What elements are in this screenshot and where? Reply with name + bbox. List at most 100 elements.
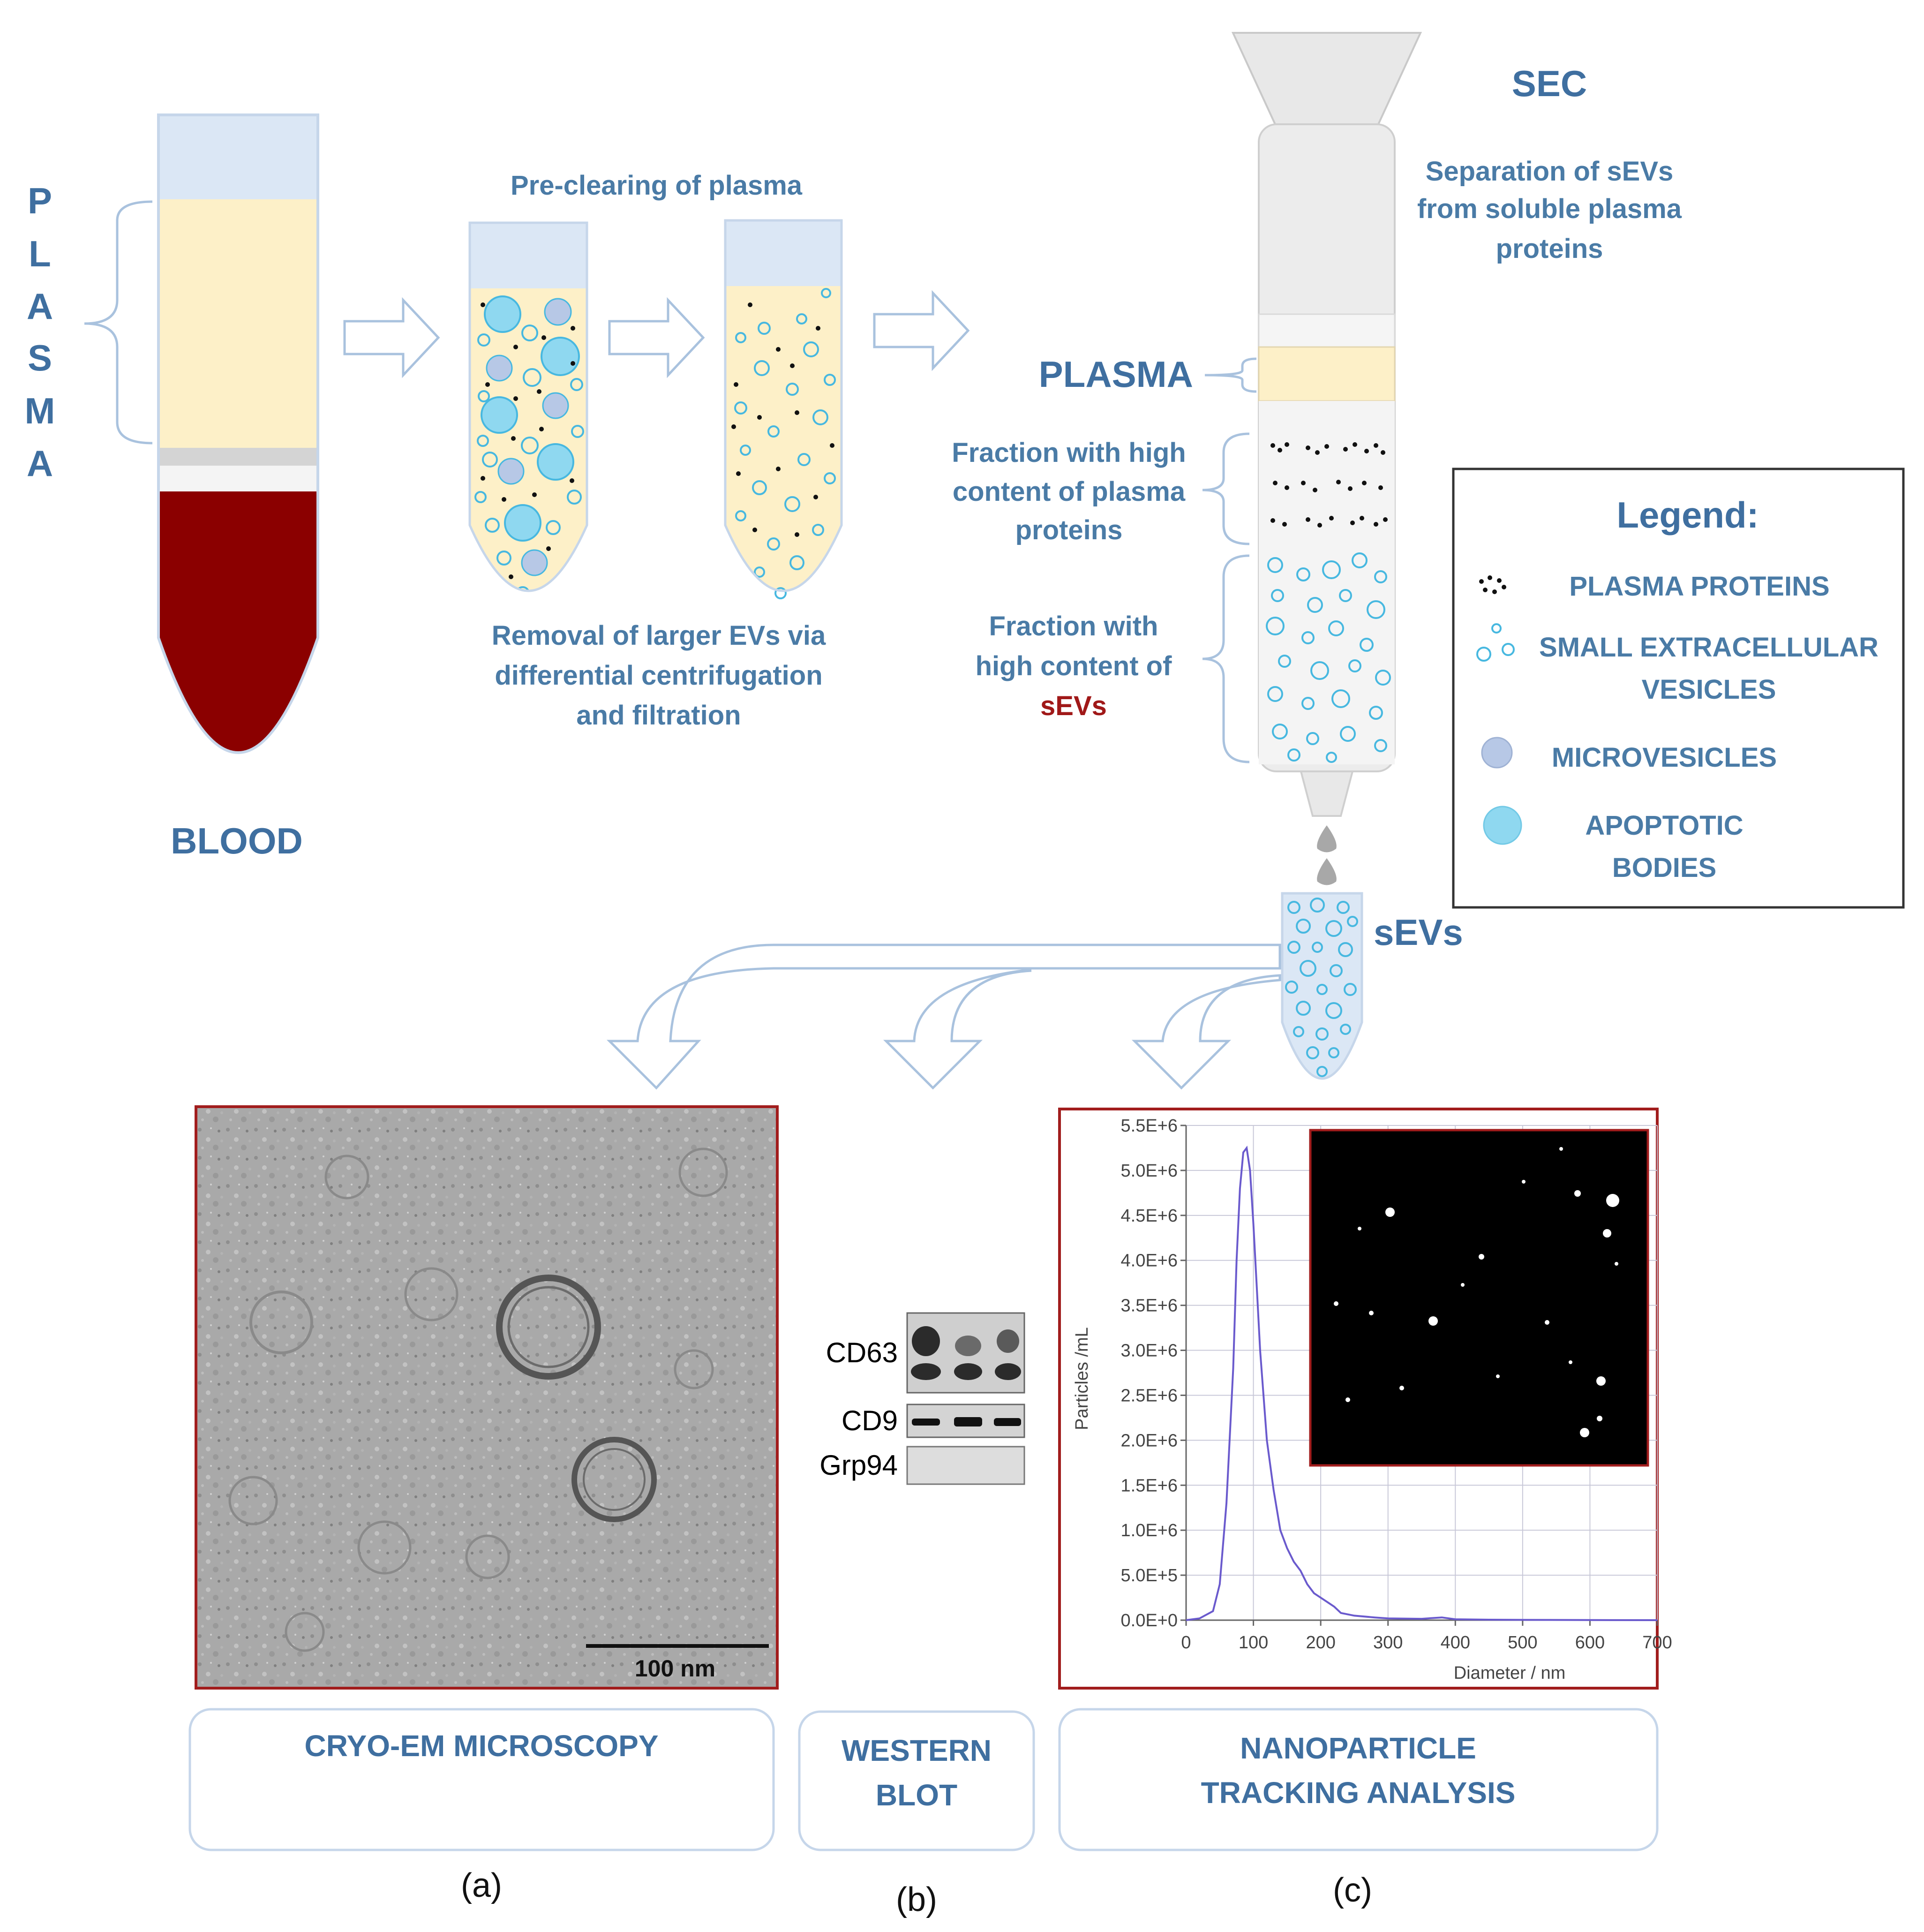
sec-column: [1231, 32, 1422, 885]
protein-fraction-line-2: content of plasma: [953, 476, 1186, 507]
nta-y-tick-label: 2.0E+6: [1121, 1431, 1178, 1450]
tube-top-empty: [158, 115, 318, 199]
cryo-em-image: [195, 1105, 779, 1690]
western-blot-panel: CD63 CD9 Grp94: [819, 1312, 1025, 1485]
nta-scatter-particles: [1334, 1147, 1619, 1437]
protein-fraction-dots: [1270, 442, 1388, 528]
nta-y-tick-label: 1.5E+6: [1121, 1476, 1178, 1495]
nta-panel: Particles /mL 0.0E+0 5.0E+5 1.0E+6 1.5E+6 2.…: [1058, 1108, 1672, 1690]
sev-fraction-line-2: high content of: [976, 651, 1172, 681]
small-vesicles-and-proteins: [731, 288, 836, 599]
legend-apoptotic-line-1: APOPTOTIC: [1585, 810, 1743, 841]
plasma-letter-a2: A: [27, 443, 53, 484]
preclear-title: Pre-clearing of plasma: [511, 170, 803, 201]
sec-desc-line-3: proteins: [1496, 234, 1603, 264]
sec-desc-line-2: from soluble plasma: [1417, 194, 1682, 224]
tube-outline: [468, 221, 588, 592]
nta-y-axis-label: Particles /mL: [1072, 1327, 1092, 1430]
plasma-layer: [158, 199, 318, 448]
nta-y-tick-label: 4.5E+6: [1121, 1206, 1178, 1226]
legend: Legend: PLASMA PROTEINS SMALL EXTRACELLU…: [1452, 468, 1905, 909]
blot-grp94-strip: [906, 1446, 1025, 1485]
blot-cd9-bands: [912, 1417, 1021, 1426]
nta-size-distribution-line: [1186, 1146, 1658, 1621]
curved-arrow-c: [1131, 974, 1281, 1090]
tube-outline: [157, 113, 319, 754]
arrow-right-2: [608, 297, 705, 378]
legend-microvesicles: MICROVESICLES: [1552, 742, 1777, 773]
nta-x-tick-label: 0: [1181, 1633, 1191, 1653]
title-box-blot: [798, 1710, 1035, 1851]
protein-fraction-line-3: proteins: [1015, 515, 1123, 545]
sec-desc-line-1: Separation of sEVs: [1426, 156, 1674, 187]
caption-a: (a): [461, 1867, 502, 1904]
bottom-titles: CRYO-EM MICROSCOPY WESTERN BLOT NANOPART…: [188, 1708, 1659, 1918]
arrow-right-3: [873, 290, 970, 371]
nta-y-tick-label: 1.0E+6: [1121, 1521, 1178, 1540]
blot-title-line-1: WESTERN: [842, 1734, 992, 1767]
nta-y-tick-label: 5.0E+6: [1121, 1161, 1178, 1181]
sec-plasma-label: PLASMA: [1039, 354, 1193, 395]
tube-top-empty: [725, 220, 842, 286]
column-funnel: [1231, 32, 1422, 125]
buffy-coat: [158, 448, 318, 466]
arrow-right-1: [343, 297, 440, 378]
sev-fraction-vesicles: [1266, 552, 1391, 763]
legend-sev-line-1: SMALL EXTRACELLULAR: [1539, 632, 1879, 663]
legend-sev-line-2: VESICLES: [1642, 674, 1776, 705]
nta-x-axis-label: Diameter / nm: [1454, 1663, 1566, 1683]
sec-title: SEC: [1512, 63, 1587, 104]
sevs-tube: [1281, 892, 1363, 1080]
plasma-letter-a: A: [27, 286, 53, 327]
sevs-tube-vesicles: [1285, 898, 1358, 1077]
sev-fraction-brace: [1202, 554, 1250, 763]
distribution-arrows: [606, 943, 1281, 1090]
protein-fraction-line-1: Fraction with high: [952, 438, 1186, 468]
nta-video-frame: [1309, 1129, 1649, 1467]
plasma-brace: [84, 200, 153, 445]
column-outlet: [1300, 770, 1354, 817]
nta-y-ticks: 0.0E+05.0E+51.0E+61.5E+62.0E+62.5E+63.0E…: [1121, 1116, 1186, 1630]
plasma-proteins-dots-icon: [1479, 575, 1506, 594]
nta-title-line-2: TRACKING ANALYSIS: [1201, 1776, 1516, 1810]
apoptotic-body-icon: [1483, 806, 1522, 845]
title-box-nta: [1058, 1708, 1659, 1851]
plasma-letter-s: S: [28, 337, 52, 378]
cryo-em-vesicles: [228, 1147, 728, 1652]
preclear-desc-line-3: and filtration: [576, 700, 741, 731]
caption-b: (b): [896, 1881, 937, 1918]
small-vesicles-icon: [1476, 623, 1515, 662]
blot-cd63-bands: [911, 1326, 1021, 1380]
nta-y-tick-label: 3.0E+6: [1121, 1341, 1178, 1361]
legend-title: Legend:: [1616, 494, 1759, 536]
red-cells-layer: [158, 491, 318, 753]
legend-plasma-proteins: PLASMA PROTEINS: [1569, 571, 1829, 602]
nta-y-tick-label: 0.0E+0: [1121, 1611, 1178, 1630]
legend-apoptotic-line-2: BODIES: [1612, 853, 1716, 883]
blot-title-line-2: BLOT: [876, 1778, 957, 1812]
nta-y-tick-label: 5.0E+5: [1121, 1566, 1178, 1585]
cryo-em-panel: 100 nm: [195, 1105, 779, 1690]
column-plasma: [1258, 346, 1396, 402]
tube-top-empty: [470, 223, 587, 288]
nta-x-tick-label: 400: [1441, 1633, 1470, 1653]
nta-y-tick-label: 3.5E+6: [1121, 1296, 1178, 1316]
nta-y-tick-label: 5.5E+6: [1121, 1116, 1178, 1136]
plasma-letter-l: L: [29, 233, 51, 274]
curved-arrow-a: [606, 943, 1281, 1090]
preclear-desc-line-1: Removal of larger EVs via: [492, 620, 826, 651]
blot-label-grp94: Grp94: [819, 1449, 898, 1481]
plasma-bracket: [1204, 357, 1257, 393]
nta-x-tick-label: 200: [1306, 1633, 1335, 1653]
sev-fraction-line-1: Fraction with: [989, 611, 1158, 641]
blood-label: BLOOD: [171, 820, 303, 861]
tube-outline: [724, 219, 843, 592]
blot-label-cd9: CD9: [842, 1405, 898, 1436]
column-band: [1258, 313, 1396, 348]
sevs-tube-body: [1281, 892, 1363, 1080]
sevs-tube-label: sEVs: [1374, 912, 1463, 953]
buffy-gap: [158, 466, 318, 491]
drop-1: [1317, 825, 1337, 853]
blot-label-cd63: CD63: [826, 1337, 898, 1368]
nta-x-tick-label: 300: [1373, 1633, 1403, 1653]
